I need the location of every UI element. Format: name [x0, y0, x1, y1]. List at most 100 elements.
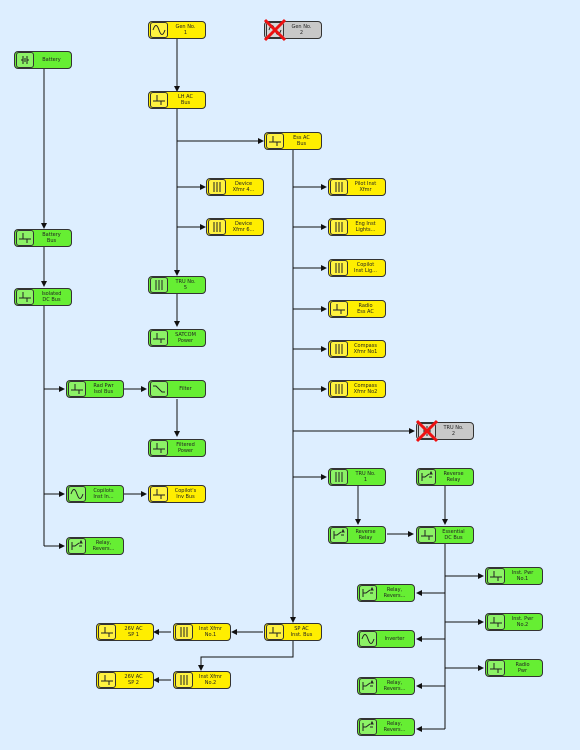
node-label-line1: TRU No. — [175, 279, 196, 285]
node-label: TRU No.2 — [436, 425, 473, 437]
node-relayrev2[interactable]: Relay,Revers... — [357, 584, 415, 602]
node-gen2[interactable]: Gen No.2 — [263, 18, 322, 42]
node-label-line2: Xfmr 4... — [232, 187, 255, 193]
node-label: TRU No.1 — [348, 471, 385, 483]
relay-icon — [330, 527, 348, 543]
transformer-icon — [208, 219, 226, 235]
node-label-line1: Battery — [42, 232, 61, 238]
node-tru2[interactable]: TRU No.2 — [415, 419, 474, 443]
node-gen1[interactable]: Gen No.1 — [148, 21, 206, 39]
wire-spac-instx2 — [198, 641, 294, 671]
node-relayrev3[interactable]: Relay,Revers... — [357, 677, 415, 695]
node-label: Relay,Revers... — [377, 721, 414, 733]
node-tru1[interactable]: TRU No.1 — [328, 468, 386, 486]
node-label-line1: TRU No. — [443, 425, 464, 431]
node-battery[interactable]: Battery — [14, 51, 72, 69]
ac-source-icon — [150, 22, 168, 38]
node-label-line1: Device — [234, 181, 253, 187]
bus-icon — [487, 568, 505, 584]
disabled-x-icon — [415, 419, 439, 447]
node-label-line1: Rad Pwr — [93, 383, 114, 389]
node-label-line2: Xfmr — [359, 187, 372, 193]
node-label-line1: Inst. Pwr — [511, 570, 534, 576]
node-label-line1: Battery — [42, 57, 61, 63]
node-label-line1: Gen No. — [291, 24, 312, 30]
node-label-line2: Revers... — [383, 686, 406, 692]
node-label-line2: Inst. Bus — [290, 632, 313, 638]
node-label-line1: Pilot Inst — [354, 181, 377, 187]
transformer-icon — [150, 277, 168, 293]
node-label-line2: Bus — [46, 238, 57, 244]
node-tru5[interactable]: TRU No.5 — [148, 276, 206, 294]
node-label-line2: Revers... — [92, 546, 115, 552]
node-label-line2: Pwr — [517, 668, 528, 674]
bus-icon — [68, 381, 86, 397]
node-inverter[interactable]: Inverter — [357, 630, 415, 648]
transformer-icon — [330, 469, 348, 485]
disabled-x-icon — [263, 18, 287, 46]
transformer-icon — [330, 341, 348, 357]
node-label: Gen No.2 — [284, 24, 321, 36]
transformer-icon — [330, 219, 348, 235]
node-relayrev4[interactable]: Relay,Revers... — [357, 718, 415, 736]
node-label-line1: LH AC — [178, 94, 193, 100]
relay-icon — [359, 585, 377, 601]
node-relayrev1[interactable]: Relay,Revers... — [66, 537, 124, 555]
node-filter[interactable]: Filter — [148, 380, 206, 398]
node-label-line1: Relay, — [386, 587, 403, 593]
node-label-line2: Xfmr No2 — [353, 389, 378, 395]
bus-icon — [150, 440, 168, 456]
node-label-line2: DC Bus — [444, 535, 463, 541]
node-label-line2: Inst In... — [93, 494, 114, 500]
node-label-line2: 1 — [363, 477, 368, 483]
node-label-line1: Eng Inst — [355, 221, 376, 227]
node-label-line1: Reverse — [443, 471, 464, 477]
node-label-line1: Copilot's — [174, 488, 197, 494]
relay-icon — [418, 469, 436, 485]
battery-icon — [16, 52, 34, 68]
